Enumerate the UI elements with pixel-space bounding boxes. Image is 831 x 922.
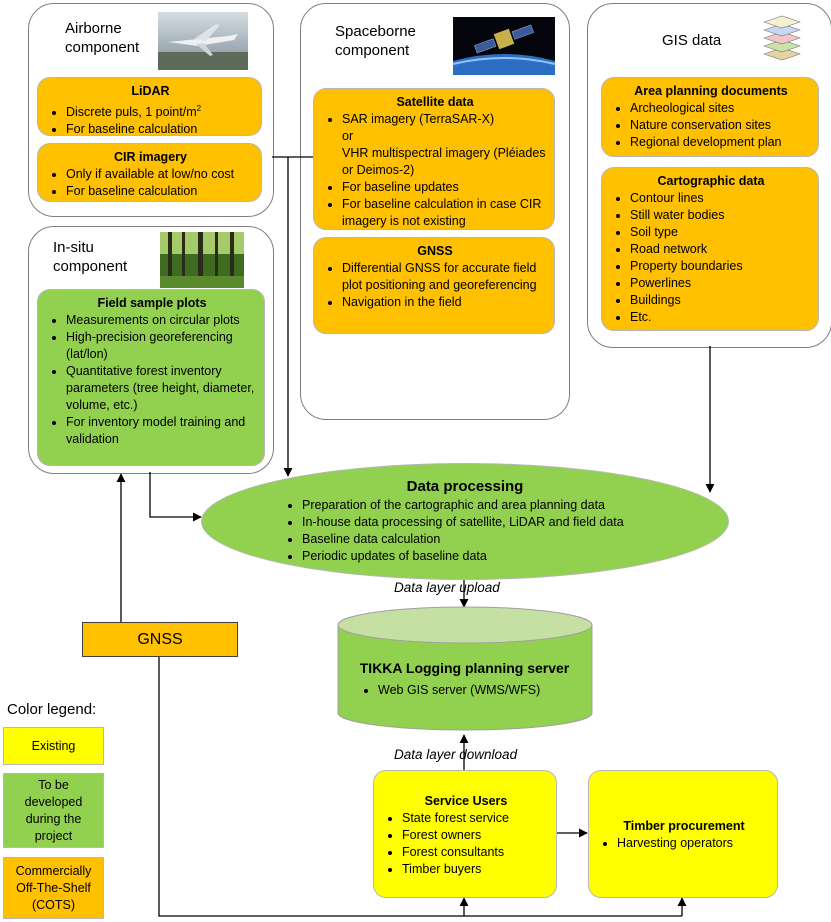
legend-existing: Existing	[3, 727, 104, 765]
list-item: In-house data processing of satellite, L…	[302, 514, 624, 531]
cartographic-data-title: Cartographic data	[657, 174, 765, 188]
airborne-title: Airborne component	[65, 20, 140, 56]
list-item: High-precision georeferencing (lat/lon)	[66, 329, 256, 363]
list-item: Quantitative forest inventory parameters…	[66, 363, 256, 414]
data-layer-upload-label: Data layer upload	[394, 580, 500, 595]
list-item: Contour lines	[630, 190, 810, 207]
data-processing-ellipse: Data processing Preparation of the carto…	[201, 463, 729, 580]
cir-imagery-box: CIR imagery Only if available at low/no …	[37, 143, 262, 202]
list-item: SAR imagery (TerraSAR-X) or VHR multispe…	[342, 111, 546, 179]
server-list: Web GIS server (WMS/WFS)	[360, 683, 540, 697]
list-item: Nature conservation sites	[630, 117, 810, 134]
timber-procurement-box: Timber procurement Harvesting operators	[588, 770, 778, 898]
list-item: Forest owners	[402, 827, 548, 844]
list-item: Periodic updates of baseline data	[302, 548, 624, 565]
list-item: Navigation in the field	[342, 294, 546, 311]
or-text: or	[342, 129, 354, 143]
airplane-photo-icon	[158, 12, 248, 70]
list-item: Discrete puls, 1 point/m2	[66, 100, 253, 121]
list-item: For baseline calculation	[66, 121, 253, 138]
list-item: For inventory model training and validat…	[66, 414, 256, 448]
list-item: Preparation of the cartographic and area…	[302, 497, 624, 514]
service-users-box: Service Users State forest service Fores…	[373, 770, 557, 898]
gnss-title: GNSS	[417, 244, 453, 258]
list-item: Measurements on circular plots	[66, 312, 256, 329]
gnss-box: GNSS Differential GNSS for accurate fiel…	[313, 237, 555, 334]
cartographic-data-box: Cartographic data Contour lines Still wa…	[601, 167, 819, 331]
list-item: Baseline data calculation	[302, 531, 624, 548]
list-item: Buildings	[630, 292, 810, 309]
data-processing-title: Data processing	[406, 478, 524, 495]
list-item: State forest service	[402, 810, 548, 827]
list-item: Powerlines	[630, 275, 810, 292]
list-item: Timber buyers	[402, 861, 548, 878]
data-layer-download-label: Data layer download	[394, 747, 518, 762]
area-planning-box: Area planning documents Archeological si…	[601, 77, 819, 157]
lidar-title: LiDAR	[131, 84, 170, 98]
service-users-title: Service Users	[424, 794, 508, 808]
vhr-text: VHR multispectral imagery (Pléiades or D…	[342, 146, 546, 177]
insitu-title: In-situ component	[53, 239, 128, 275]
server-cylinder	[337, 606, 593, 731]
list-item: Road network	[630, 241, 810, 258]
list-item: Harvesting operators	[617, 835, 769, 852]
field-sample-plots-box: Field sample plots Measurements on circu…	[37, 289, 265, 466]
cir-imagery-title: CIR imagery	[114, 150, 187, 164]
list-item: Property boundaries	[630, 258, 810, 275]
gis-title: GIS data	[662, 32, 722, 49]
list-item: For baseline calculation in case CIR ima…	[342, 196, 546, 230]
list-item: For baseline updates	[342, 179, 546, 196]
field-sample-plots-title: Field sample plots	[97, 296, 207, 310]
area-planning-title: Area planning documents	[634, 84, 788, 98]
list-item: Still water bodies	[630, 207, 810, 224]
server-title: TIKKA Logging planning server	[359, 660, 570, 676]
list-item: Soil type	[630, 224, 810, 241]
gnss-bar: GNSS	[82, 622, 238, 657]
forest-photo-icon	[160, 232, 244, 288]
legend-title: Color legend:	[7, 701, 97, 718]
list-item: Differential GNSS for accurate field plo…	[342, 260, 546, 294]
spaceborne-title: Spaceborne component	[335, 23, 416, 59]
list-item: Web GIS server (WMS/WFS)	[378, 683, 540, 697]
list-item: Regional development plan	[630, 134, 810, 151]
list-item: Forest consultants	[402, 844, 548, 861]
list-item: Etc.	[630, 309, 810, 326]
list-item: Archeological sites	[630, 100, 810, 117]
satellite-data-title: Satellite data	[396, 95, 474, 109]
satellite-data-box: Satellite data SAR imagery (TerraSAR-X) …	[313, 88, 555, 230]
list-item: Only if available at low/no cost	[66, 166, 253, 183]
satellite-photo-icon	[453, 17, 555, 75]
lidar-box: LiDAR Discrete puls, 1 point/m2 For base…	[37, 77, 262, 136]
legend-cots: Commercially Off-The-Shelf (COTS)	[3, 857, 104, 919]
legend-to-be-developed: To be developed during the project	[3, 773, 104, 848]
map-layers-icon	[763, 15, 801, 61]
timber-procurement-title: Timber procurement	[623, 819, 745, 833]
list-item: For baseline calculation	[66, 183, 253, 200]
